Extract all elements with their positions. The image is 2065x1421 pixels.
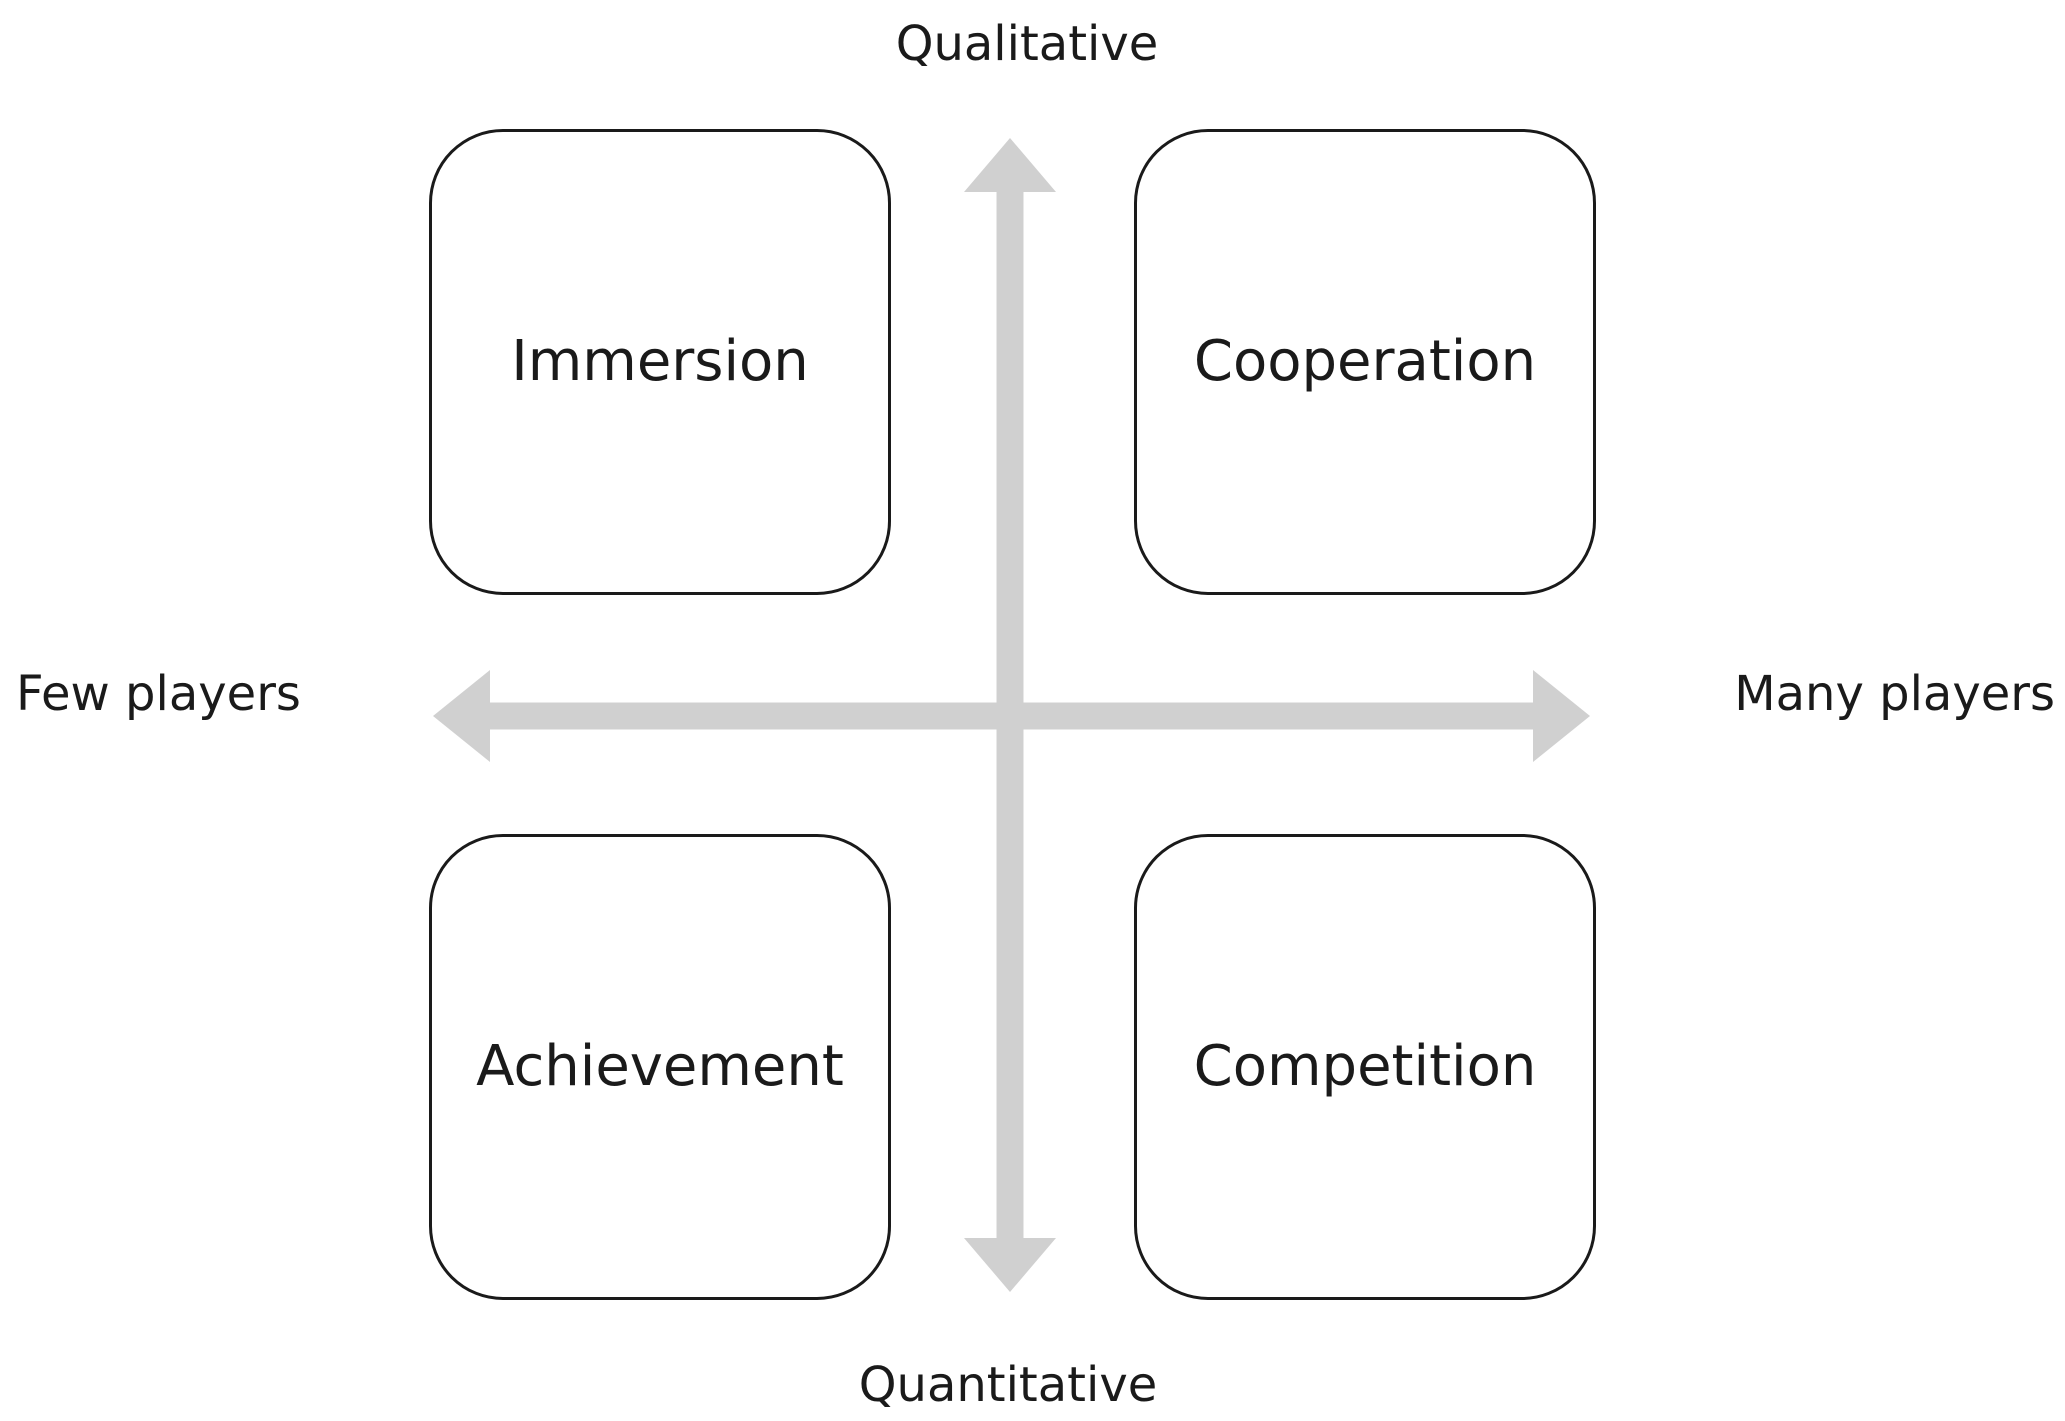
axis-label-many-players: Many players [1734,666,2055,722]
arrow-down-head [964,1238,1056,1292]
arrow-up-head [964,138,1056,192]
quadrant-achievement-label: Achievement [476,1034,844,1099]
quadrant-competition-label: Competition [1193,1034,1537,1099]
arrow-right-head [1533,670,1590,762]
arrow-left-head [433,670,490,762]
quadrant-cooperation-box: Cooperation [1134,129,1596,595]
quadrant-competition-box: Competition [1134,834,1596,1300]
axis-label-qualitative: Qualitative [895,16,1159,72]
quadrant-cooperation-label: Cooperation [1193,329,1537,394]
axis-label-few-players: Few players [16,666,301,722]
quadrant-immersion-label: Immersion [511,329,809,394]
quadrant-achievement-box: Achievement [429,834,891,1300]
quadrant-immersion-box: Immersion [429,129,891,595]
axis-label-quantitative: Quantitative [858,1357,1158,1413]
